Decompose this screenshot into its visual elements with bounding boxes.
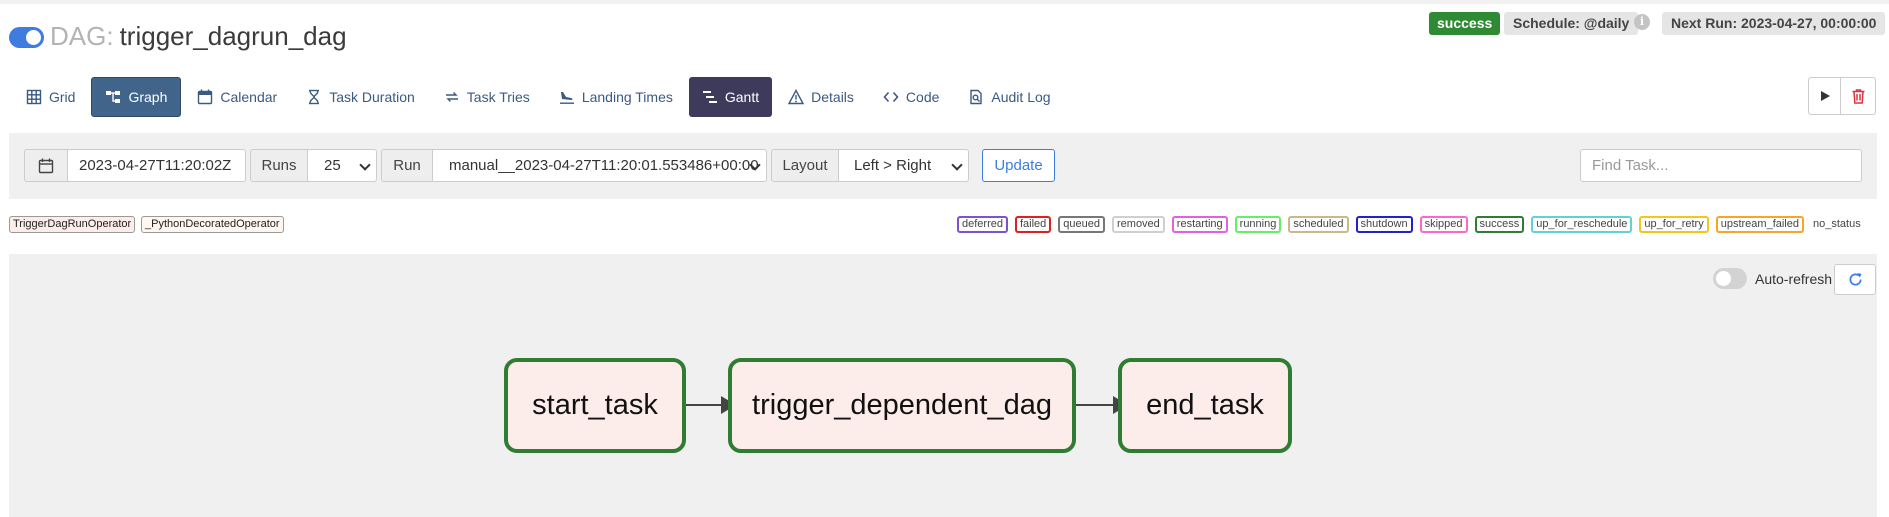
- tab-label: Graph: [128, 89, 168, 105]
- tab-audit-log[interactable]: Audit Log: [955, 77, 1063, 117]
- tab-label: Audit Log: [991, 89, 1051, 105]
- tab-label: Details: [811, 89, 854, 105]
- date-picker-button[interactable]: [24, 149, 68, 182]
- retry-icon: [445, 92, 458, 102]
- state-legend-no-status[interactable]: no_status: [1813, 218, 1861, 230]
- auto-refresh-toggle[interactable]: [1713, 268, 1747, 289]
- tab-label: Gantt: [724, 89, 760, 105]
- runs-label: Runs: [250, 149, 308, 182]
- info-icon[interactable]: i: [1634, 14, 1650, 30]
- state-legend-removed[interactable]: removed: [1112, 216, 1165, 233]
- trash-icon: [1852, 88, 1864, 104]
- toggle-knob: [1716, 271, 1731, 286]
- state-legend-deferred[interactable]: deferred: [957, 216, 1008, 233]
- refresh-icon: [1849, 272, 1862, 286]
- graph-icon: [106, 91, 121, 103]
- state-legend: deferred failed queued removed restartin…: [957, 216, 1863, 233]
- audit-log-icon: [970, 89, 983, 105]
- find-task-input[interactable]: [1580, 149, 1862, 182]
- calendar-icon: [38, 158, 54, 174]
- tab-label: Landing Times: [581, 89, 673, 105]
- run-label: Run: [381, 149, 433, 182]
- run-select-value: manual__2023-04-27T11:20:01.553486+00:00: [449, 157, 759, 174]
- auto-refresh-control[interactable]: Auto-refresh: [1713, 268, 1832, 289]
- tab-graph[interactable]: Graph: [91, 77, 182, 117]
- toggle-knob: [26, 30, 41, 45]
- gantt-icon: [702, 91, 717, 103]
- warning-triangle-icon: [788, 89, 805, 105]
- tab-label: Task Tries: [466, 89, 530, 105]
- tab-task-tries[interactable]: Task Tries: [431, 77, 543, 117]
- dag-graph-canvas[interactable]: Auto-refresh start_task trigger_dependen…: [9, 254, 1877, 517]
- play-icon: [1820, 91, 1830, 101]
- state-legend-upstream-failed[interactable]: upstream_failed: [1715, 216, 1804, 233]
- next-run-badge: Next Run: 2023-04-27, 00:00:00: [1662, 12, 1886, 35]
- graph-controls-bar: 2023-04-27T11:20:02Z Runs 25 Run manual_…: [9, 133, 1877, 199]
- tab-label: Grid: [49, 89, 76, 105]
- state-legend-up-for-retry[interactable]: up_for_retry: [1639, 216, 1709, 233]
- layout-select[interactable]: Left > Right: [838, 149, 969, 182]
- chevron-down-icon: [359, 159, 371, 171]
- state-legend-scheduled[interactable]: scheduled: [1288, 216, 1349, 233]
- task-node-end-task[interactable]: end_task: [1118, 358, 1292, 453]
- state-legend-running[interactable]: running: [1234, 216, 1282, 233]
- tab-label: Code: [905, 89, 940, 105]
- runs-select[interactable]: 25: [307, 149, 377, 182]
- task-node-trigger-dependent-dag[interactable]: trigger_dependent_dag: [728, 358, 1076, 453]
- trigger-dag-button[interactable]: [1808, 77, 1841, 115]
- dag-pause-toggle[interactable]: [9, 27, 44, 48]
- calendar-icon: [198, 89, 213, 105]
- edge-line: [1076, 404, 1115, 406]
- code-icon: [883, 91, 899, 103]
- chevron-down-icon: [951, 159, 963, 171]
- operator-legend-python-decorated[interactable]: _PythonDecoratedOperator: [141, 216, 284, 233]
- state-legend-restarting[interactable]: restarting: [1171, 216, 1228, 233]
- dag-prefix: DAG:: [50, 21, 114, 51]
- dag-name: trigger_dagrun_dag: [119, 21, 347, 51]
- view-tabs: Grid Graph Calendar Task Duration Task T…: [13, 77, 1067, 117]
- run-select[interactable]: manual__2023-04-27T11:20:01.553486+00:00: [432, 149, 767, 182]
- state-legend-failed[interactable]: failed: [1014, 216, 1052, 233]
- base-date-input[interactable]: 2023-04-27T11:20:02Z: [67, 149, 246, 182]
- state-legend-queued[interactable]: queued: [1058, 216, 1105, 233]
- refresh-button[interactable]: [1834, 264, 1876, 295]
- layout-label: Layout: [771, 149, 839, 182]
- page-title: DAG:trigger_dagrun_dag: [50, 20, 347, 53]
- edge-line: [686, 404, 723, 406]
- state-legend-shutdown[interactable]: shutdown: [1355, 216, 1413, 233]
- tab-gantt[interactable]: Gantt: [688, 77, 773, 117]
- tab-task-duration[interactable]: Task Duration: [293, 77, 428, 117]
- state-legend-skipped[interactable]: skipped: [1419, 216, 1468, 233]
- delete-dag-button[interactable]: [1840, 77, 1876, 115]
- tab-label: Task Duration: [329, 89, 415, 105]
- state-legend-up-for-reschedule[interactable]: up_for_reschedule: [1531, 216, 1633, 233]
- top-strip: [0, 0, 1889, 4]
- operator-legend-trigger-dag-run[interactable]: TriggerDagRunOperator: [9, 216, 136, 233]
- tab-code[interactable]: Code: [870, 77, 952, 117]
- auto-refresh-label: Auto-refresh: [1755, 270, 1833, 287]
- tab-grid[interactable]: Grid: [13, 77, 88, 117]
- layout-select-value: Left > Right: [854, 157, 932, 174]
- hourglass-icon: [309, 89, 320, 105]
- tab-calendar[interactable]: Calendar: [184, 77, 290, 117]
- status-badge[interactable]: success: [1429, 12, 1501, 35]
- landing-plane-icon: [559, 92, 574, 104]
- state-legend-success[interactable]: success: [1474, 216, 1525, 233]
- tab-label: Calendar: [220, 89, 278, 105]
- runs-select-value: 25: [324, 157, 341, 174]
- task-node-start-task[interactable]: start_task: [504, 358, 686, 453]
- tab-details[interactable]: Details: [775, 77, 867, 117]
- grid-icon: [26, 89, 42, 105]
- update-button[interactable]: Update: [982, 149, 1055, 182]
- schedule-badge: Schedule: @daily: [1504, 12, 1639, 35]
- tab-landing-times[interactable]: Landing Times: [546, 77, 686, 117]
